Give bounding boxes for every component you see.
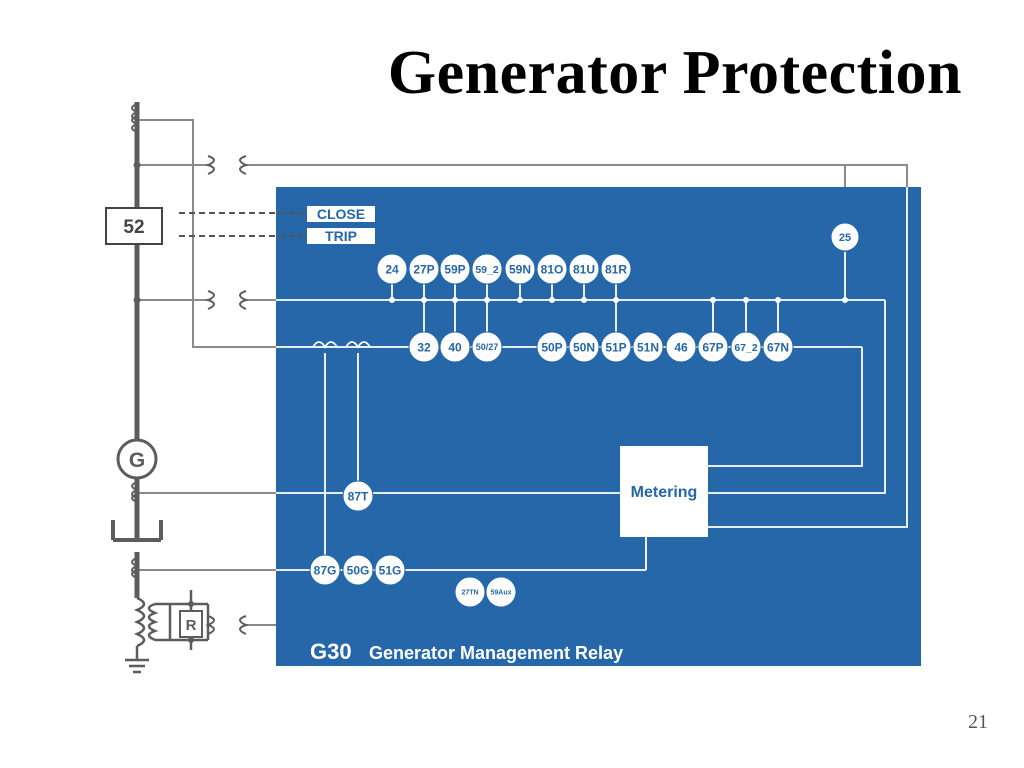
function-81r: 81R xyxy=(600,253,632,285)
grounding-stub xyxy=(111,520,163,542)
function-label: 59N xyxy=(509,262,531,276)
internal-ct-symbols xyxy=(312,341,371,349)
ct-symbols xyxy=(131,103,140,579)
function-label: 59Aux xyxy=(490,590,511,597)
function-label: 81R xyxy=(605,262,627,276)
function-51g: 51G xyxy=(374,554,406,586)
resistor-node xyxy=(188,601,194,607)
function-label: 25 xyxy=(839,232,851,244)
function-label: 67_2 xyxy=(734,342,758,354)
function-label: 87G xyxy=(314,563,337,577)
function-59-2: 59_2 xyxy=(471,253,503,285)
function-67n: 67N xyxy=(762,331,794,363)
close-label-box xyxy=(307,206,375,222)
function-50g: 50G xyxy=(342,554,374,586)
relay-name: Generator Management Relay xyxy=(369,643,623,663)
function-81o: 81O xyxy=(536,253,568,285)
function-label: 87T xyxy=(348,489,369,503)
function-label: 81O xyxy=(541,262,564,276)
function-label: 50P xyxy=(541,340,562,354)
function-label: 50/27 xyxy=(476,342,499,352)
function-32: 32 xyxy=(408,331,440,363)
generator-label: G xyxy=(129,449,145,472)
breaker-label: 52 xyxy=(123,217,144,238)
trip-label-box xyxy=(307,228,375,244)
metering-label: Metering xyxy=(631,484,698,501)
function-label: 50N xyxy=(573,340,595,354)
function-label: 51N xyxy=(637,340,659,354)
function-label: 51P xyxy=(605,340,626,354)
function-label: 67P xyxy=(702,340,723,354)
grounding-transformer xyxy=(125,590,210,674)
function-87g: 87G xyxy=(309,554,341,586)
function-40: 40 xyxy=(439,331,471,363)
resistor-label: R xyxy=(186,617,197,634)
function-label: 81U xyxy=(573,262,595,276)
function-59p: 59P xyxy=(439,253,471,285)
external-wiring xyxy=(137,119,276,626)
function-label: 27TN xyxy=(461,590,478,597)
function-24: 24 xyxy=(376,253,408,285)
panel-nodes xyxy=(389,297,848,303)
generator-symbol xyxy=(116,438,158,480)
function-label: 59_2 xyxy=(475,264,499,276)
bus-node xyxy=(133,161,141,169)
function-50n: 50N xyxy=(568,331,600,363)
resistor-node xyxy=(188,637,194,643)
vt-symbols xyxy=(205,155,249,635)
function-67-2: 67_2 xyxy=(730,331,762,363)
function-label: 32 xyxy=(417,340,431,354)
function-46: 46 xyxy=(665,331,697,363)
trip-label: TRIP xyxy=(325,228,357,244)
function-59aux: 59Aux xyxy=(485,576,517,608)
slide-number: 21 xyxy=(968,711,988,733)
function-label: 27P xyxy=(413,262,434,276)
breaker-box xyxy=(105,207,163,245)
relay-model: G30 xyxy=(310,639,352,664)
function-27tn: 27TN xyxy=(454,576,486,608)
breaker-commands xyxy=(164,206,305,243)
function-label: 24 xyxy=(385,262,399,276)
close-label: CLOSE xyxy=(317,206,365,222)
function-label: 67N xyxy=(767,340,789,354)
sync-wiring xyxy=(276,164,908,187)
function-67p: 67P xyxy=(697,331,729,363)
function-27p: 27P xyxy=(408,253,440,285)
bus-node xyxy=(133,296,141,304)
function-label: 46 xyxy=(674,340,688,354)
metering-box xyxy=(620,446,708,537)
function-label: 59P xyxy=(444,262,465,276)
function-50p: 50P xyxy=(536,331,568,363)
function-label: 50G xyxy=(347,563,370,577)
slide-title: Generator Protection xyxy=(387,39,962,107)
function-25: 25 xyxy=(830,222,860,252)
function-50-27: 50/27 xyxy=(471,331,503,363)
function-label: 51G xyxy=(379,563,402,577)
function-51p: 51P xyxy=(600,331,632,363)
function-59n: 59N xyxy=(504,253,536,285)
function-label: 40 xyxy=(448,340,462,354)
function-81u: 81U xyxy=(568,253,600,285)
relay-panel xyxy=(276,187,921,666)
function-87t: 87T xyxy=(342,480,374,512)
function-51n: 51N xyxy=(632,331,664,363)
